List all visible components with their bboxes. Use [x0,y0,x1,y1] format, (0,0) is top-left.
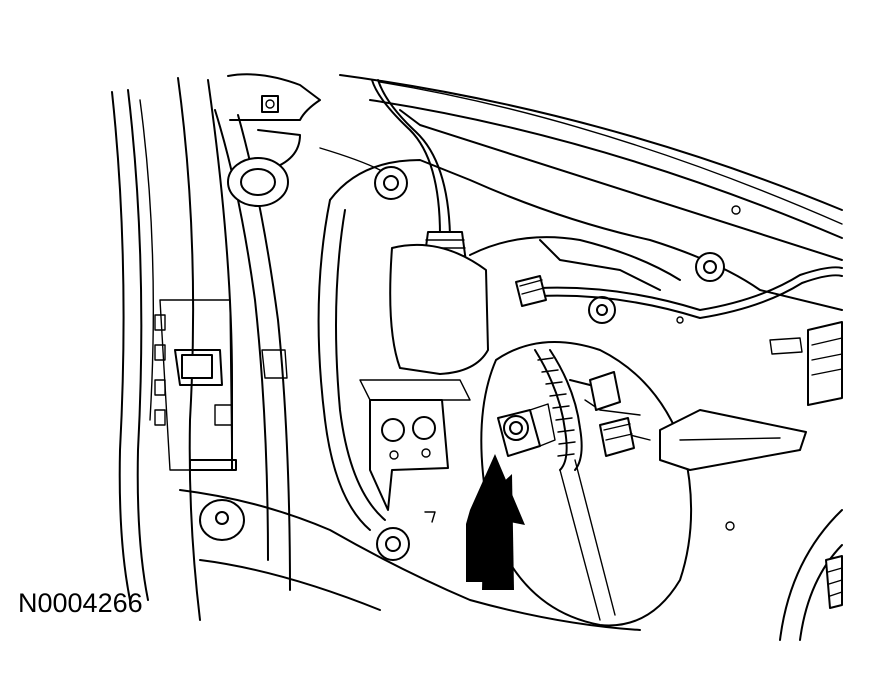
door-frame-left [111,77,237,621]
bolt-icon [374,166,408,200]
figure-id-label: N0004266 [18,588,143,618]
speaker-opening [779,509,843,641]
regulator-bracket [659,316,843,531]
window-glass-rail [339,74,843,261]
control-rod [515,266,843,319]
door-inner-panel [179,73,641,631]
mounting-bolts [374,166,725,561]
bolt-icon [695,252,725,282]
up-arrow-icon [466,454,525,590]
wire-harness [534,349,635,471]
module-housing [389,243,489,375]
regulator-nut [497,403,556,457]
bolt-icon [588,296,616,324]
bolt-icon [376,527,410,561]
latch-plate [359,379,471,523]
